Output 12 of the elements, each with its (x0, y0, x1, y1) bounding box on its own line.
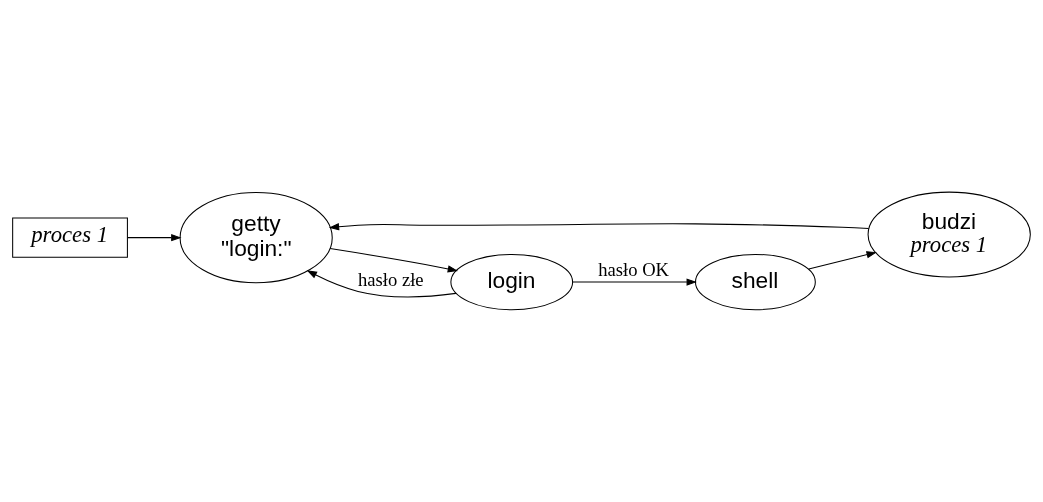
node-box: proces 1 (12, 217, 128, 258)
node-ellipse: getty "login:" (179, 191, 333, 284)
arrow (329, 248, 459, 273)
edge-label: hasło OK (598, 259, 670, 281)
arrow (808, 251, 877, 270)
arrow (306, 270, 457, 298)
edge-label: hasło złe (358, 268, 424, 290)
arrow (328, 223, 870, 231)
arrow (572, 278, 697, 286)
node-ellipse: shell (694, 253, 816, 311)
node-ellipse: login (450, 253, 574, 311)
arrow (127, 234, 182, 242)
